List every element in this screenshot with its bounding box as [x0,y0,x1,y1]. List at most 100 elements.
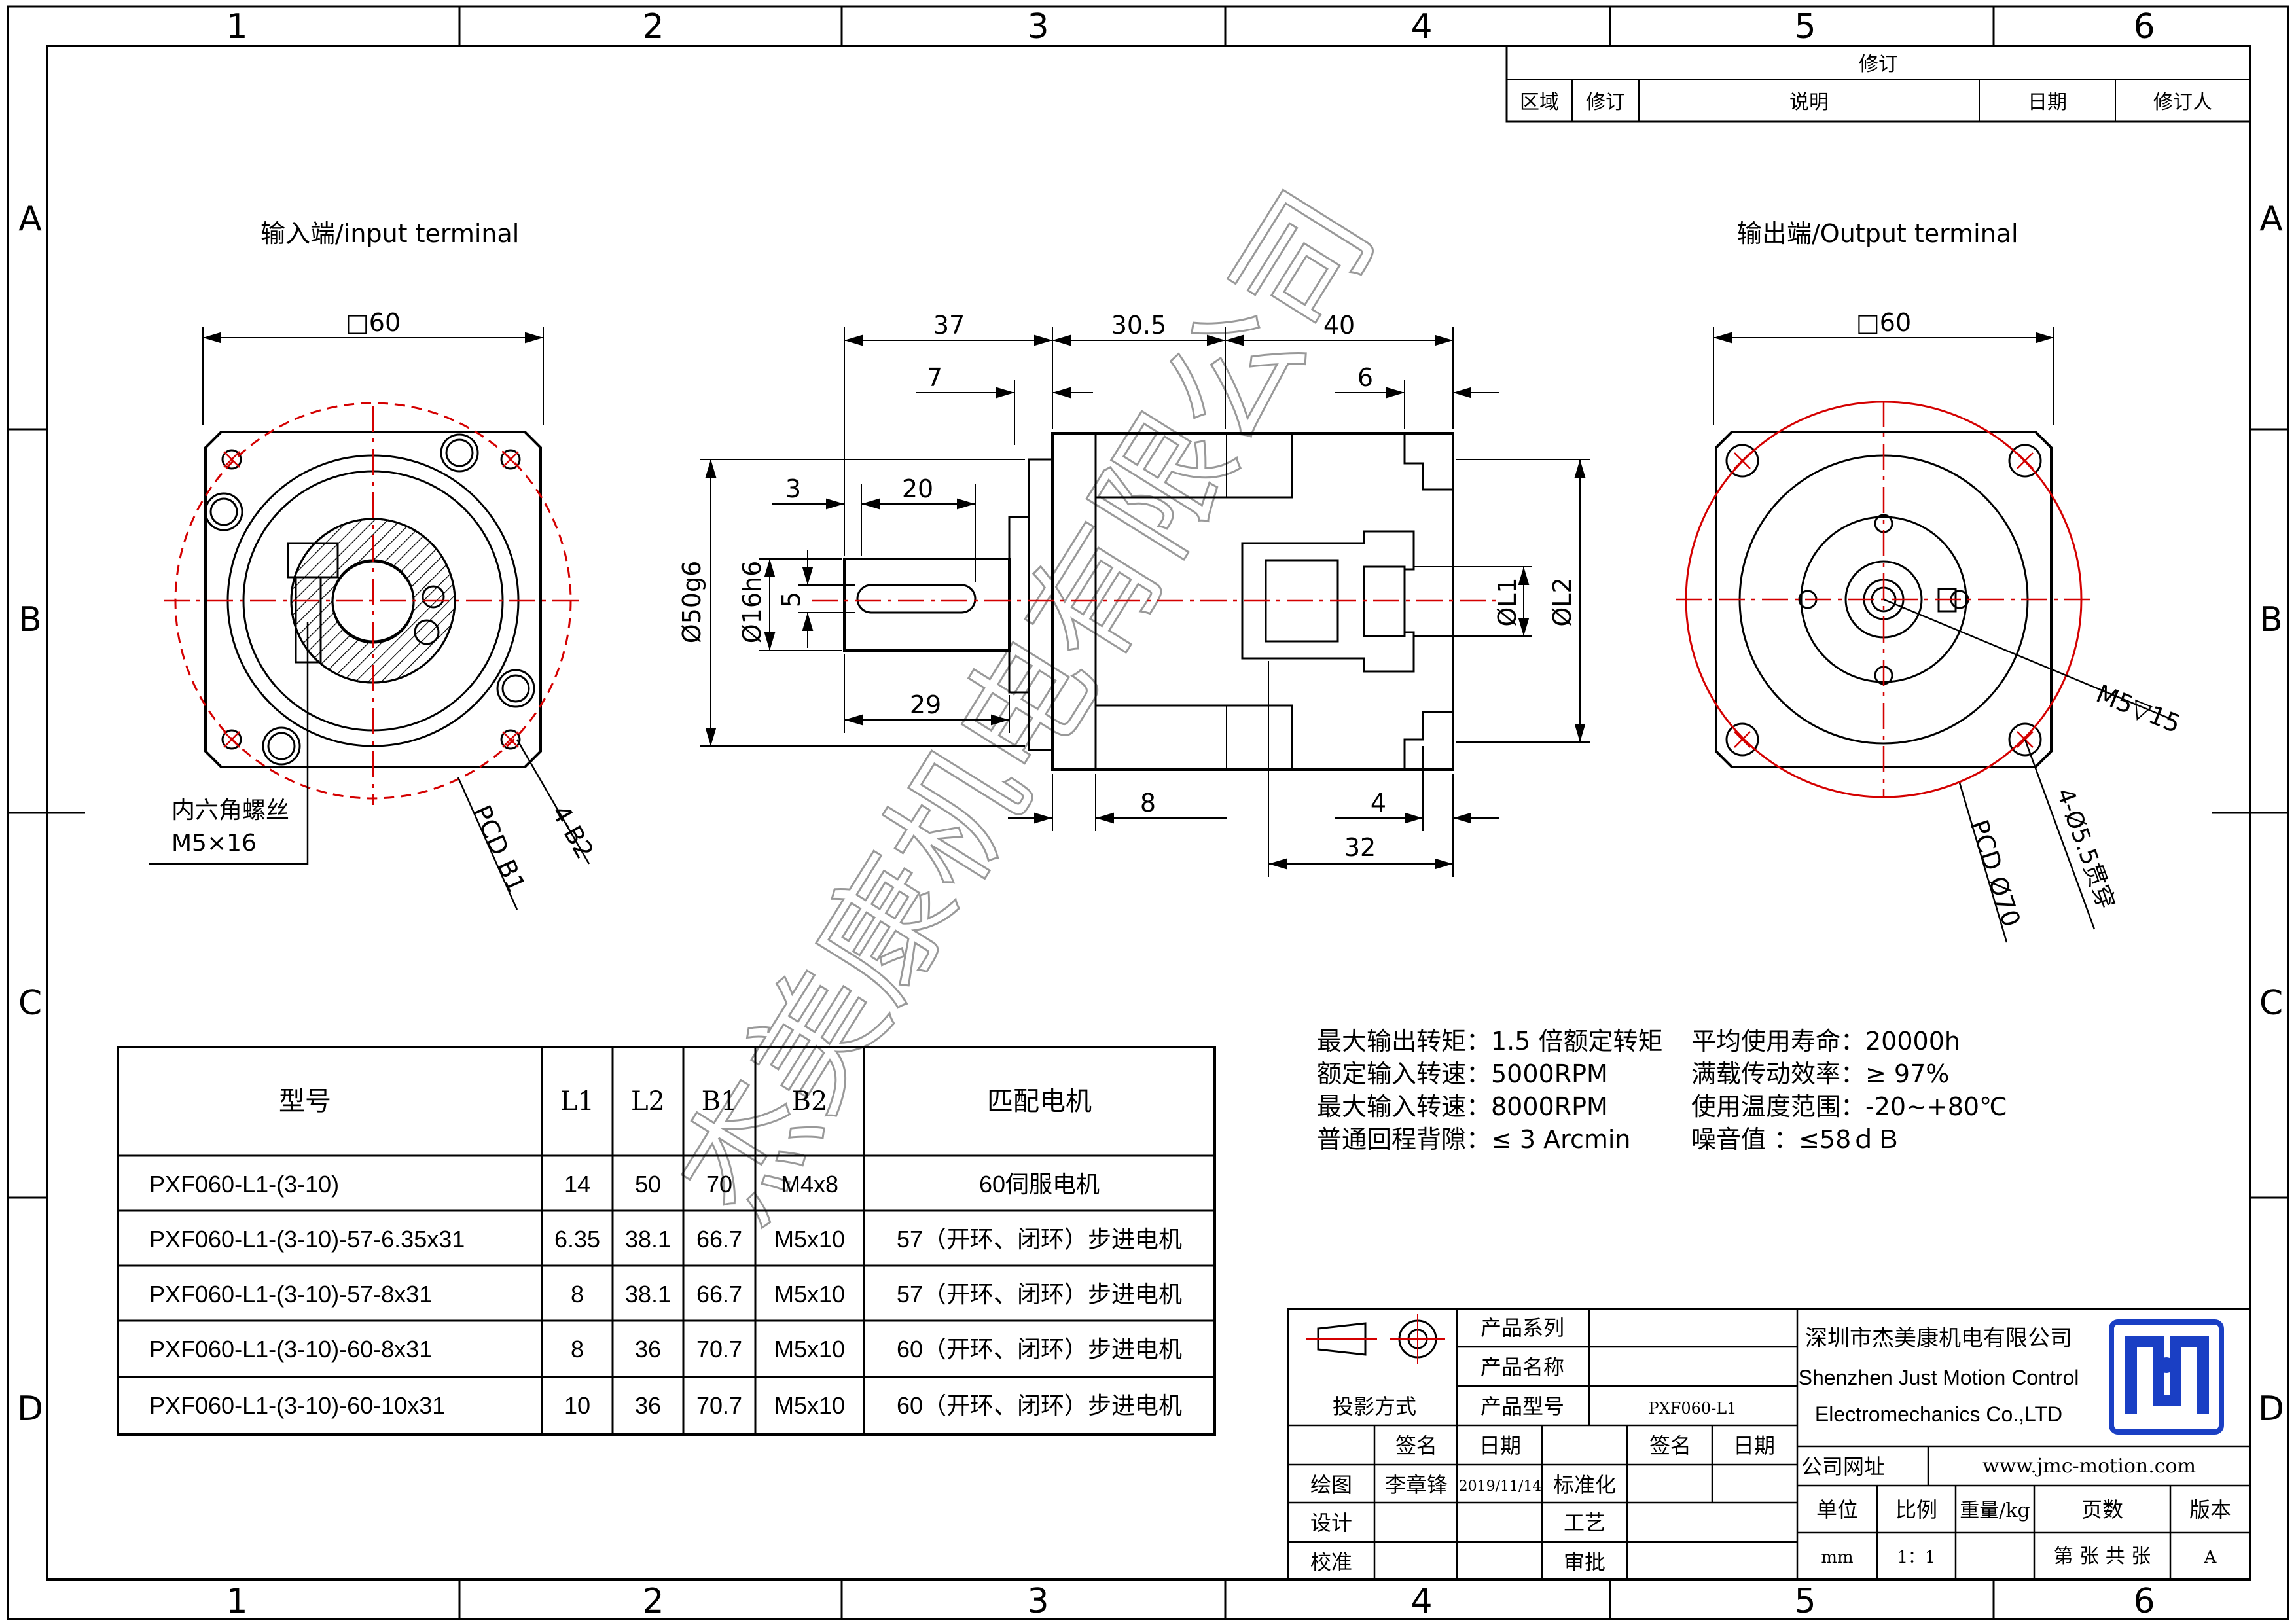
process-label: 工艺 [1564,1510,1605,1535]
col-label-5-bottom: 5 [1794,1582,1816,1621]
col-label-2-bottom: 2 [642,1582,664,1621]
input-screw-label: 内六角螺丝 [171,797,289,824]
col-label-6-bottom: 6 [2133,1582,2155,1621]
model-row-1-type: PXF060-L1-(3-10) [149,1171,339,1198]
row-label-b: B [18,600,42,639]
model-row-3-l2: 38.1 [625,1281,671,1308]
dim-dl2: ØL2 [1548,577,1577,626]
model-header-b2: B2 [792,1086,828,1116]
output-square-dim: □60 [1856,308,1911,337]
model-header-l1: L1 [560,1086,594,1116]
model-header-motor: 匹配电机 [987,1086,1092,1116]
draw-label: 绘图 [1310,1472,1352,1497]
dim-40: 40 [1323,311,1355,340]
input-pcd-label: PCD B1 [467,801,531,897]
product-model-label: 产品型号 [1480,1394,1564,1419]
draw-date: 2019/11/14 [1459,1478,1542,1495]
spec-backlash: 普通回程背隙：≤ 3 Arcmin [1317,1125,1631,1154]
model-row-3-motor: 57（开环、闭环）步进电机 [897,1281,1182,1308]
spec-efficiency: 满载传动效率：≥ 97% [1691,1060,1949,1088]
model-row-2-b2: M5x10 [774,1226,845,1253]
model-row-1-l1: 14 [564,1171,590,1198]
website-label: 公司网址 [1801,1454,1885,1479]
company-logo-icon [2109,1319,2224,1435]
model-row-4-type: PXF060-L1-(3-10)-60-8x31 [149,1336,432,1363]
date-label-2: 日期 [1733,1433,1775,1458]
dim-dl1: ØL1 [1493,577,1522,626]
version-label: 版本 [2189,1497,2231,1522]
product-series-label: 产品系列 [1480,1315,1564,1340]
title-block: 投影方式 产品系列 产品名称 产品型号 PXF060-L1 签名 日期 签名 日… [1287,1308,2251,1581]
row-label-b-right: B [2259,600,2283,639]
row-label-a-right: A [2259,200,2283,239]
output-thread-label: M5▽15 [2092,679,2185,739]
model-row-3-l1: 8 [571,1281,584,1308]
model-row-2-l2: 38.1 [625,1226,671,1253]
side-view: 37 30.5 40 7 6 3 20 29 Ø50g6 Ø16h6 [677,311,1590,877]
version-value: A [2204,1548,2217,1567]
scale-value: 1：1 [1897,1548,1935,1567]
dim-3: 3 [785,474,801,503]
col-label-5: 5 [1794,7,1816,46]
projection-symbol-icon [1306,1314,1445,1364]
row-label-a: A [18,200,42,239]
col-label-6: 6 [2133,7,2155,46]
input-square-dim: □60 [346,308,401,337]
dim-30-5: 30.5 [1111,311,1167,340]
spec-life: 平均使用寿命：20000h [1691,1027,1960,1056]
col-label-2: 2 [642,7,664,46]
col-label-3: 3 [1027,7,1049,46]
pages-label: 页数 [2081,1497,2123,1522]
sign-label: 签名 [1395,1433,1437,1458]
col-label-1-bottom: 1 [226,1582,247,1621]
dim-29: 29 [910,690,941,719]
col-label-4-bottom: 4 [1410,1582,1432,1621]
unit-value: mm [1821,1548,1853,1567]
revision-header-reviser: 修订人 [2153,91,2212,114]
dim-4: 4 [1371,789,1386,817]
company-name-cn: 深圳市杰美康机电有限公司 [1805,1325,2072,1351]
col-label-1: 1 [226,7,247,46]
model-header-l2: L2 [631,1086,665,1116]
revision-header-date: 日期 [2028,91,2067,114]
model-row-3-b1: 66.7 [696,1281,742,1308]
row-label-d-right: D [2258,1389,2284,1429]
draw-name: 李章锋 [1385,1472,1448,1497]
model-row-1-b2: M4x8 [781,1171,838,1198]
model-row-5-l1: 10 [564,1392,590,1419]
dim-d16h6: Ø16h6 [738,561,766,644]
model-row-5-b1: 70.7 [696,1392,742,1419]
model-header-type: 型号 [279,1086,331,1116]
model-row-1-motor: 60伺服电机 [979,1171,1100,1198]
model-row-2-l1: 6.35 [554,1226,600,1253]
dim-37: 37 [933,311,965,340]
specs-block: 最大输出转矩：1.5 倍额定转矩 额定输入转速：5000RPM 最大输入转速：8… [1317,1027,2007,1154]
unit-label: 单位 [1816,1497,1858,1522]
output-holes-label: 4-Ø5.5贯穿 [2051,785,2120,913]
dim-5: 5 [777,592,806,607]
model-row-3-b2: M5x10 [774,1281,845,1308]
check-label: 校准 [1310,1550,1352,1575]
sheet-frame: 1 2 3 4 5 6 1 2 3 4 5 6 A B C D A B C D [7,5,2289,1621]
col-label-4: 4 [1410,7,1432,46]
model-row-4-b2: M5x10 [774,1336,845,1363]
projection-label: 投影方式 [1333,1394,1416,1419]
input-screw-size: M5×16 [171,830,257,857]
approve-label: 审批 [1564,1550,1605,1575]
watermark-text: 杰美康机电有限公司 [650,167,1403,1247]
revision-header-area: 区域 [1520,91,1559,114]
spec-noise: 噪音值 ：≤58ｄＢ [1691,1125,1901,1154]
revision-table: 修订 区域 修订 说明 日期 修订人 [1505,45,2251,123]
row-label-d: D [17,1389,43,1429]
row-label-c: C [18,984,42,1023]
dim-20: 20 [902,474,933,503]
input-corner-holes [221,449,521,750]
website-value: www.jmc-motion.com [1982,1455,2196,1478]
input-view: □60 内六角螺丝 M5×16 PCD B1 4-B2 [149,308,600,910]
model-row-2-motor: 57（开环、闭环）步进电机 [897,1226,1182,1253]
model-row-4-l2: 36 [635,1336,661,1363]
dim-8: 8 [1140,789,1156,817]
model-row-5-b2: M5x10 [774,1392,845,1419]
revision-title: 修订 [1859,53,1898,76]
